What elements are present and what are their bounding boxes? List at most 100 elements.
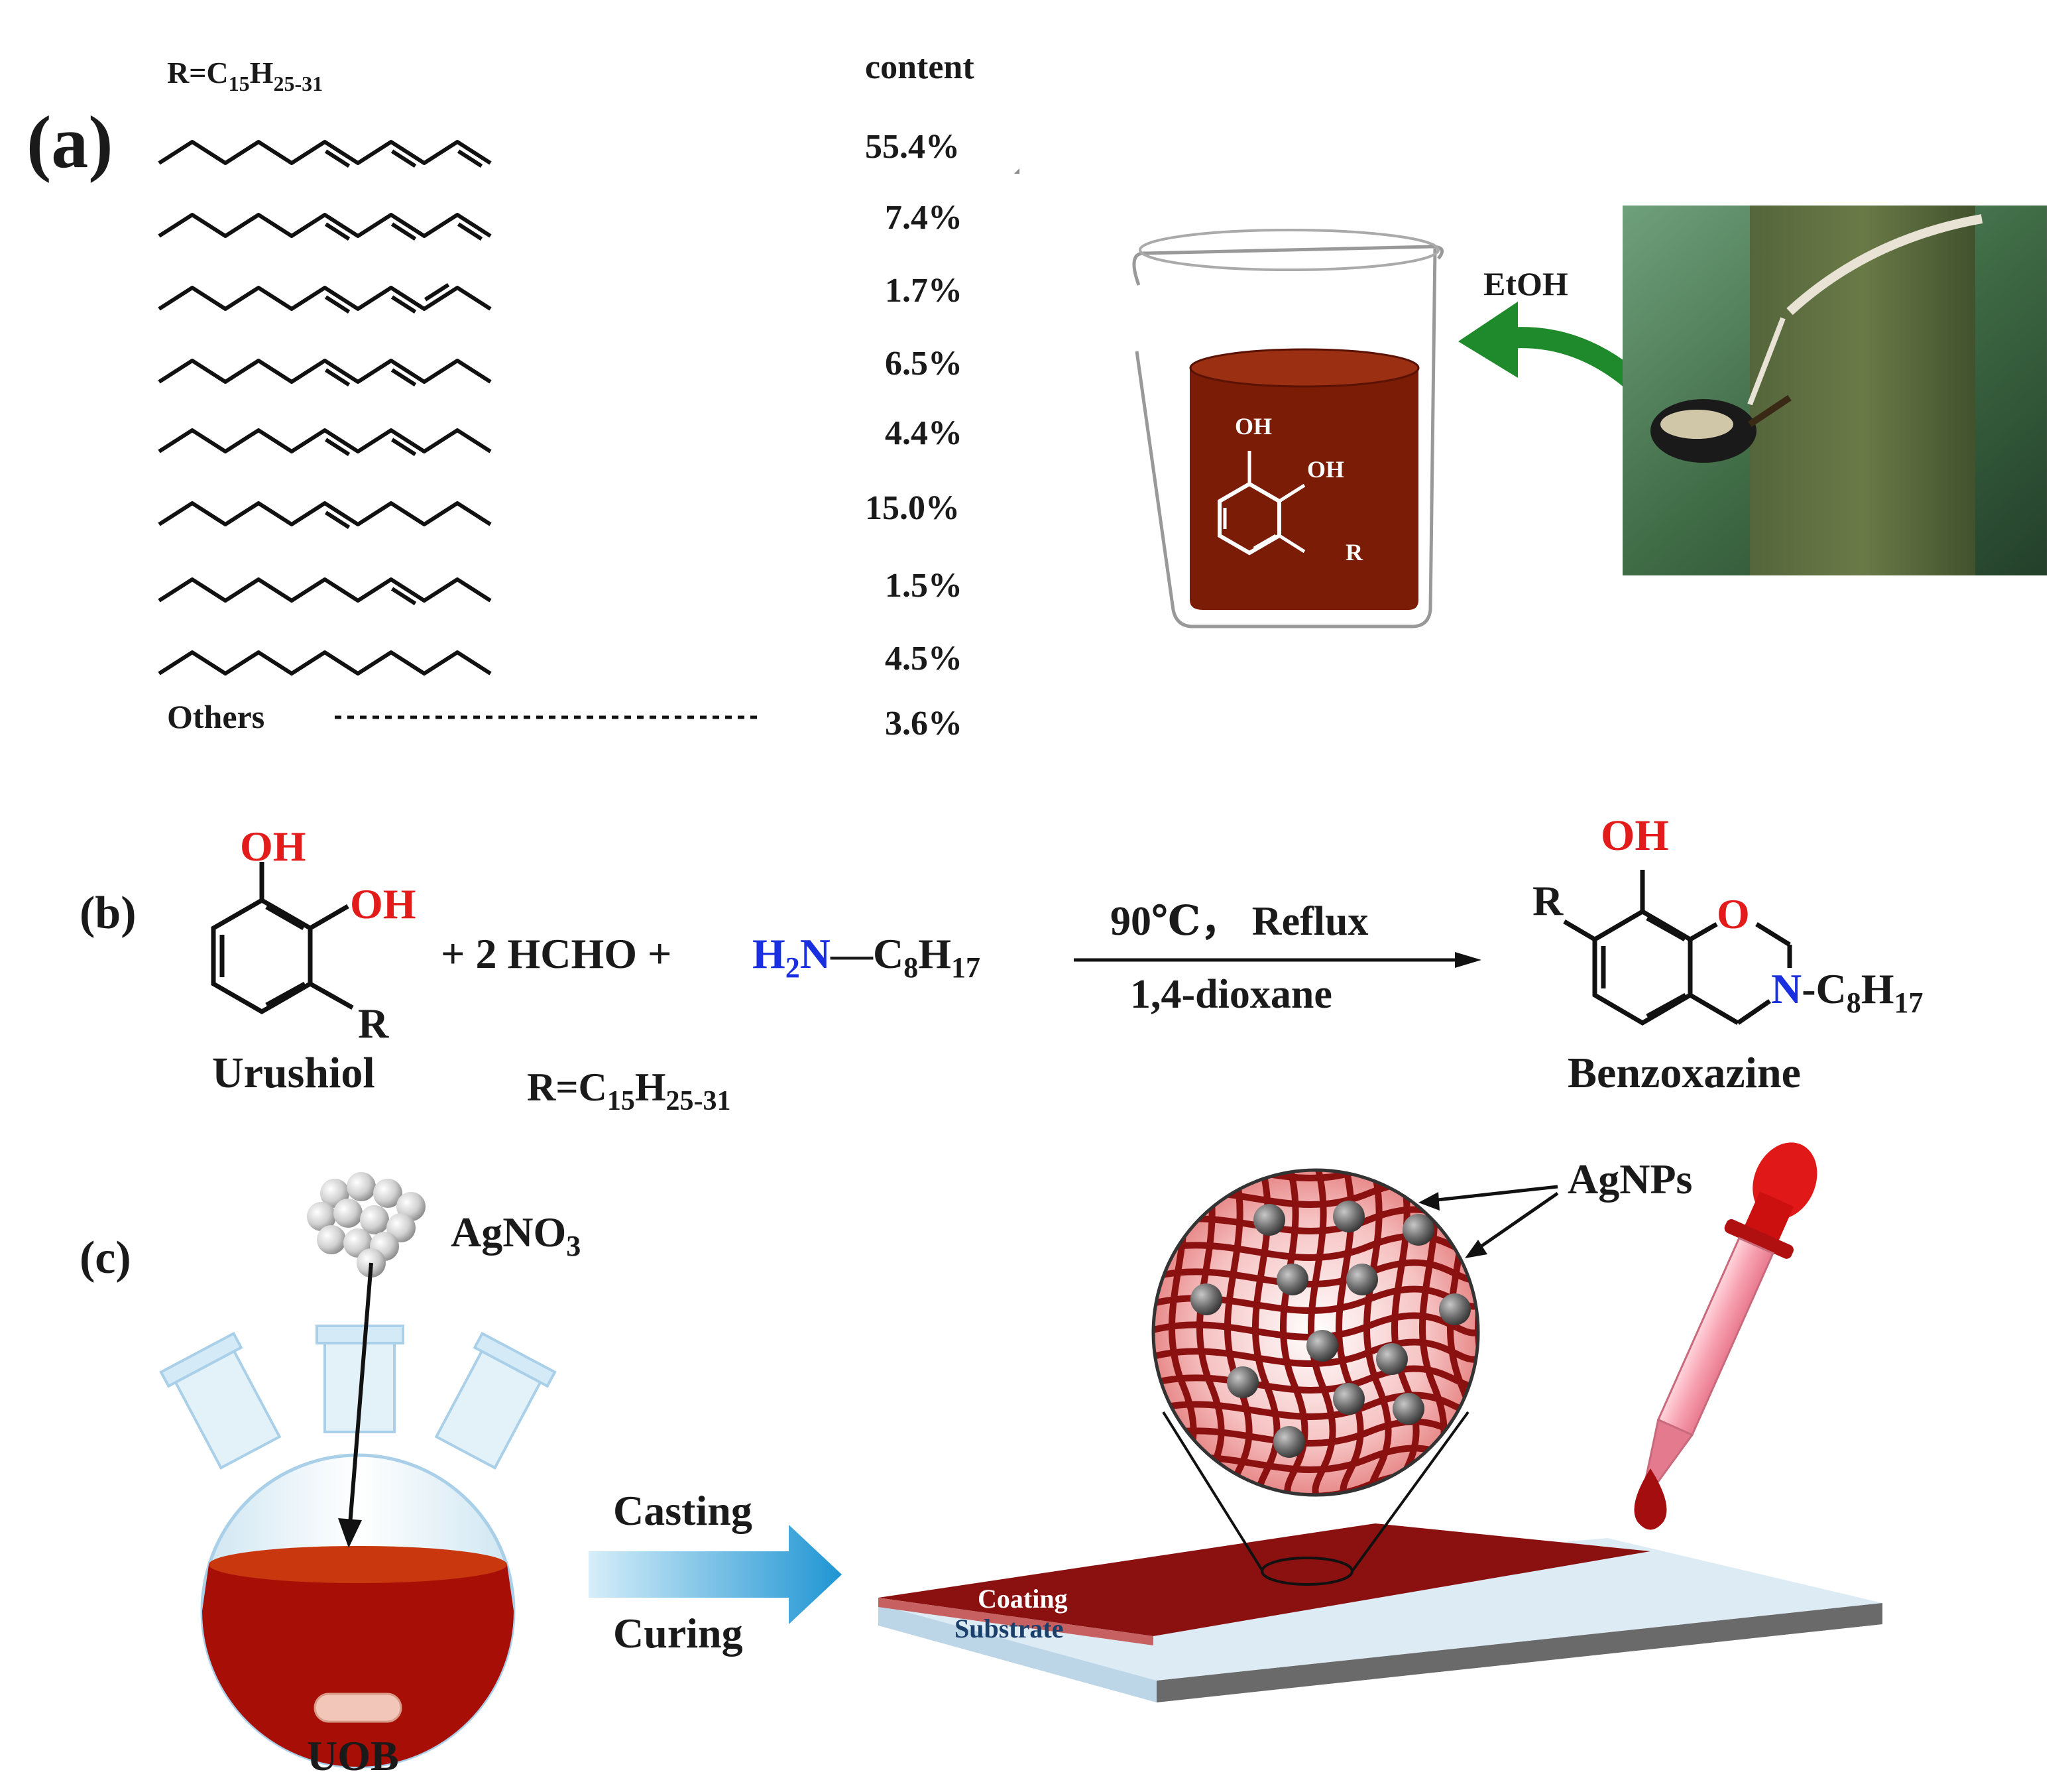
double-bond-line bbox=[390, 222, 417, 241]
agno3-label: AgNO3 bbox=[451, 1209, 581, 1262]
network-strand bbox=[1153, 1338, 1478, 1368]
condition-bottom: 1,4-dioxane bbox=[1130, 972, 1332, 1017]
panel-c-label: (c) bbox=[80, 1232, 131, 1283]
etoh-label: EtOH bbox=[1483, 265, 1568, 302]
network-strand bbox=[1474, 1170, 1478, 1495]
plus-hcho: + 2 HCHO + bbox=[441, 930, 672, 977]
network-strand bbox=[1363, 1170, 1392, 1495]
casting-label: Casting bbox=[613, 1487, 752, 1534]
double-bond-line bbox=[324, 149, 351, 168]
percentage-value: 55.4% bbox=[865, 128, 960, 166]
network-strand bbox=[1153, 1170, 1478, 1182]
zoom-line-right bbox=[1351, 1411, 1469, 1573]
percentage-value: 15.0% bbox=[865, 489, 960, 527]
ag-nanoparticle bbox=[1273, 1426, 1305, 1458]
r-definition-a: R=C15H25-31 bbox=[167, 56, 323, 95]
benzoxazine-structure bbox=[1563, 870, 1792, 1026]
agnps-pointer-2 bbox=[1470, 1191, 1559, 1255]
casting-curing-arrow bbox=[589, 1525, 842, 1624]
chain-line bbox=[158, 286, 492, 311]
double-bond-line bbox=[324, 368, 351, 386]
panel-a-label: (a) bbox=[27, 101, 113, 184]
alkyl-chain-structures bbox=[158, 140, 492, 676]
urushiol-oh-2: OH bbox=[350, 880, 416, 927]
uob-label: UOB bbox=[307, 1732, 399, 1779]
agnps-pointer-1 bbox=[1424, 1185, 1558, 1203]
agno3-particle bbox=[317, 1225, 346, 1254]
double-bond-line bbox=[457, 222, 483, 241]
double-bond-line bbox=[390, 438, 417, 456]
double-bond-line bbox=[457, 149, 483, 168]
beaker-oh-1: OH bbox=[1235, 413, 1272, 440]
agno3-particle bbox=[307, 1202, 336, 1231]
ag-nanoparticle bbox=[1190, 1283, 1222, 1315]
agnp-network-zoom bbox=[1151, 1168, 1480, 1497]
zoom-line-left bbox=[1162, 1411, 1264, 1573]
ag-nanoparticle bbox=[1333, 1201, 1365, 1232]
network-strand bbox=[1279, 1170, 1308, 1495]
ag-nanoparticle bbox=[1227, 1366, 1259, 1398]
agnps-arrowhead-2 bbox=[1465, 1240, 1487, 1258]
benzoxazine-r: R bbox=[1532, 877, 1564, 924]
ag-nanoparticle bbox=[1439, 1293, 1471, 1325]
double-bond-line bbox=[424, 283, 450, 302]
percentage-value: 1.5% bbox=[885, 567, 962, 605]
ag-nanoparticle bbox=[1277, 1264, 1308, 1295]
coating-layer bbox=[878, 1523, 1650, 1645]
agno3-particles bbox=[307, 1172, 426, 1277]
agnps-label: AgNPs bbox=[1568, 1156, 1692, 1203]
beaker: OH OH R bbox=[1132, 229, 1444, 628]
ag-nanoparticle bbox=[1403, 1214, 1434, 1246]
substrate-plate bbox=[878, 1538, 1882, 1702]
double-bond-line bbox=[324, 295, 351, 314]
panel-b-label: (b) bbox=[80, 888, 137, 939]
chain-line bbox=[158, 140, 492, 165]
agno3-particle bbox=[373, 1179, 402, 1208]
percentage-value: 4.5% bbox=[885, 640, 962, 678]
zoom-spot bbox=[1261, 1557, 1353, 1586]
urushiol-label: Urushiol bbox=[212, 1049, 375, 1097]
urushiol-ring bbox=[211, 862, 354, 1015]
network-strand bbox=[1307, 1170, 1336, 1495]
ag-nanoparticle bbox=[1376, 1343, 1408, 1375]
double-bond-line bbox=[390, 295, 417, 314]
double-bond-line bbox=[390, 587, 417, 605]
agno3-particle bbox=[347, 1172, 376, 1201]
corner-mark bbox=[1014, 168, 1019, 174]
chain-line bbox=[158, 428, 492, 453]
curing-label: Curing bbox=[613, 1610, 743, 1657]
ag-nanoparticle bbox=[1333, 1383, 1365, 1415]
beaker-r: R bbox=[1346, 539, 1363, 565]
condition-top: 90℃， Reflux bbox=[1110, 899, 1368, 944]
amine: H2N—C8H17 bbox=[752, 930, 980, 984]
percentage-value: 1.7% bbox=[885, 272, 962, 310]
ag-nanoparticle bbox=[1306, 1330, 1338, 1362]
benzoxazine-oh: OH bbox=[1601, 811, 1669, 860]
double-bond-line bbox=[324, 222, 351, 241]
percentage-value: 6.5% bbox=[885, 345, 962, 383]
percentage-value: 7.4% bbox=[885, 199, 962, 237]
agnps-arrowhead-1 bbox=[1418, 1192, 1440, 1211]
double-bond-line bbox=[390, 149, 417, 168]
double-bond-line bbox=[390, 368, 417, 386]
chain-line bbox=[158, 213, 492, 238]
chain-line bbox=[158, 650, 492, 676]
chain-line bbox=[158, 359, 492, 384]
percentage-value: 3.6% bbox=[885, 705, 962, 742]
substrate-label: Substrate bbox=[954, 1614, 1063, 1643]
content-header: content bbox=[865, 48, 974, 86]
lacquer-tree-photo bbox=[1623, 206, 2047, 575]
three-neck-flask bbox=[159, 1262, 557, 1769]
double-bond-line bbox=[324, 510, 351, 529]
agno3-particle bbox=[386, 1213, 416, 1242]
chain-line bbox=[158, 501, 492, 526]
percentage-column: 55.4%7.4%1.7%6.5%4.4%15.0%1.5%4.5%3.6% bbox=[865, 128, 962, 742]
network-strand bbox=[1153, 1312, 1478, 1341]
reaction-arrowhead bbox=[1455, 952, 1481, 968]
coating-label: Coating bbox=[978, 1584, 1068, 1614]
beaker-oh-2: OH bbox=[1307, 456, 1344, 483]
dropper bbox=[1634, 1142, 1817, 1530]
urushiol-oh-1: OH bbox=[240, 823, 306, 870]
